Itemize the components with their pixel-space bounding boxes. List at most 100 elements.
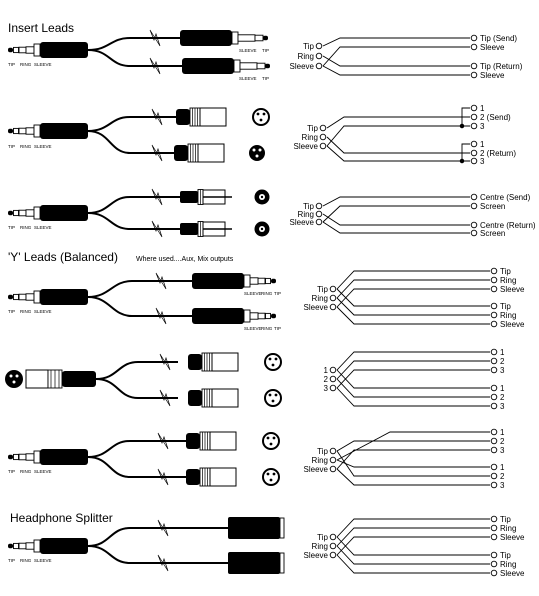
- pin-2-return: 2 (Return): [480, 149, 516, 158]
- headphone-splitter-cable: TIP RING SLEEVE: [7, 517, 285, 574]
- pin-1-d: 1: [500, 348, 505, 357]
- pin-2-g: 2: [500, 472, 505, 481]
- pin-centre-send: Centre (Send): [480, 193, 531, 202]
- pin-sleeve-1b: Sleeve: [480, 43, 505, 52]
- plug-label-tip-8: TIP: [274, 326, 281, 331]
- pin-tip-7b: Tip: [500, 551, 511, 560]
- schematic-y-trs: [329, 267, 498, 328]
- insert-leads-heading: Insert Leads: [8, 21, 74, 35]
- schematic-y-trs-xlr: [329, 428, 498, 489]
- pin-1-g: 1: [500, 463, 505, 472]
- pin-ring-2: Ring: [302, 133, 318, 142]
- pin-sleeve-1: Sleeve: [290, 62, 315, 71]
- pin-ring-6: Ring: [312, 456, 328, 465]
- pin-sleeve-6: Sleeve: [304, 465, 329, 474]
- y-leads-heading: 'Y' Leads (Balanced): [8, 250, 118, 264]
- schematic-insert-xlr: [319, 104, 478, 165]
- plug-label-ring-4: RING: [20, 144, 32, 149]
- pin-1-a: 1: [480, 104, 485, 113]
- schematic-insert-ts: [315, 34, 478, 79]
- pin-tip-2: Tip: [307, 124, 318, 133]
- pin-1-e: 1: [500, 384, 505, 393]
- pin-tip-7: Tip: [317, 533, 328, 542]
- plug-label-tip-9: TIP: [8, 469, 15, 474]
- pin-tip-6: Tip: [317, 447, 328, 456]
- headphone-splitter-heading: Headphone Splitter: [10, 511, 113, 525]
- pin-2-c: 2: [324, 375, 329, 384]
- pin-screen-1: Screen: [480, 202, 505, 211]
- schematic-insert-rca: [315, 193, 478, 237]
- plug-label-sleeve-9: SLEEVE: [34, 469, 52, 474]
- schematic-headphone: [329, 515, 498, 577]
- pin-ring-4a: Ring: [500, 276, 516, 285]
- pin-2-e: 2: [500, 393, 505, 402]
- plug-label-tip-5: TIP: [8, 225, 15, 230]
- pin-3-b: 3: [480, 157, 485, 166]
- pin-3-c: 3: [324, 384, 329, 393]
- pin-sleeve-4a: Sleeve: [500, 285, 525, 294]
- pin-tip-return: Tip (Return): [480, 62, 523, 71]
- pin-ring-4b: Ring: [500, 311, 516, 320]
- plug-label-sleeve: SLEEVE: [34, 62, 52, 67]
- plug-label-tip-10: TIP: [8, 558, 15, 563]
- plug-label-sleeve-7: SLEEVE: [244, 291, 262, 296]
- pin-tip-4b: Tip: [500, 302, 511, 311]
- plug-label-tip-7: TIP: [274, 291, 281, 296]
- plug-label-tip-2: TIP: [262, 48, 269, 53]
- insert-lead-jack-cable: TIP RING SLEEVE SLEEVE TIP SLEEVE TIP: [7, 29, 271, 81]
- schematic-y-xlr: [329, 348, 498, 410]
- insert-lead-rca-cable: TIP RING SLEEVE: [7, 188, 270, 238]
- pin-screen-2: Screen: [480, 229, 505, 238]
- pin-tip-4: Tip: [317, 285, 328, 294]
- pin-sleeve-3: Sleeve: [290, 218, 315, 227]
- pin-ring-4: Ring: [312, 294, 328, 303]
- pin-1-f: 1: [500, 428, 505, 437]
- pin-3-a: 3: [480, 122, 485, 131]
- pin-ring-1: Ring: [298, 52, 314, 61]
- pin-tip-4a: Tip: [500, 267, 511, 276]
- plug-label-tip-6: TIP: [8, 309, 15, 314]
- pin-tip-3: Tip: [303, 202, 314, 211]
- pin-sleeve-1c: Sleeve: [480, 71, 505, 80]
- pin-2-send: 2 (Send): [480, 113, 511, 122]
- pin-sleeve-7: Sleeve: [304, 551, 329, 560]
- pin-ring-7a: Ring: [500, 524, 516, 533]
- pin-sleeve-4b: Sleeve: [500, 320, 525, 329]
- y-lead-trs-xlr-cable: TIP RING SLEEVE: [7, 431, 280, 487]
- pin-2-d: 2: [500, 357, 505, 366]
- pin-sleeve-7b: Sleeve: [500, 569, 525, 578]
- plug-label-ring-6: RING: [20, 309, 32, 314]
- plug-label-ring-5: RING: [20, 225, 32, 230]
- pin-tip-send: Tip (Send): [480, 34, 517, 43]
- pin-centre-return: Centre (Return): [480, 221, 536, 230]
- plug-label-sleeve-8: SLEEVE: [244, 326, 262, 331]
- y-lead-xlr-cable: [5, 352, 282, 408]
- plug-label-sleeve-3: SLEEVE: [239, 76, 257, 81]
- plug-label-ring-10: RING: [20, 558, 32, 563]
- plug-label-ring: RING: [20, 62, 32, 67]
- plug-label-ring-7: RING: [261, 291, 273, 296]
- plug-label-ring-9: RING: [20, 469, 32, 474]
- pin-ring-7: Ring: [312, 542, 328, 551]
- plug-label-tip-4: TIP: [8, 144, 15, 149]
- pin-1-c: 1: [324, 366, 329, 375]
- plug-label-sleeve-4: SLEEVE: [34, 144, 52, 149]
- insert-lead-xlr-cable: TIP RING SLEEVE: [7, 107, 270, 163]
- usage-note: Where used....Aux, Mix outputs: [136, 256, 234, 263]
- pin-tip-7a: Tip: [500, 515, 511, 524]
- pin-sleeve-4: Sleeve: [304, 303, 329, 312]
- y-lead-jack-cable: TIP RING SLEEVE SLEEVE RING TIP SLEEVE R…: [7, 272, 281, 331]
- pin-2-f: 2: [500, 437, 505, 446]
- plug-label-sleeve-5: SLEEVE: [34, 225, 52, 230]
- plug-label-sleeve-10: SLEEVE: [34, 558, 52, 563]
- pin-3-f: 3: [500, 446, 505, 455]
- plug-label-tip: TIP: [8, 62, 15, 67]
- pin-sleeve-2: Sleeve: [294, 142, 319, 151]
- pin-3-e: 3: [500, 402, 505, 411]
- pin-sleeve-7a: Sleeve: [500, 533, 525, 542]
- pin-ring-7b: Ring: [500, 560, 516, 569]
- pin-1-b: 1: [480, 140, 485, 149]
- plug-label-tip-3: TIP: [262, 76, 269, 81]
- pin-tip-1: Tip: [303, 42, 314, 51]
